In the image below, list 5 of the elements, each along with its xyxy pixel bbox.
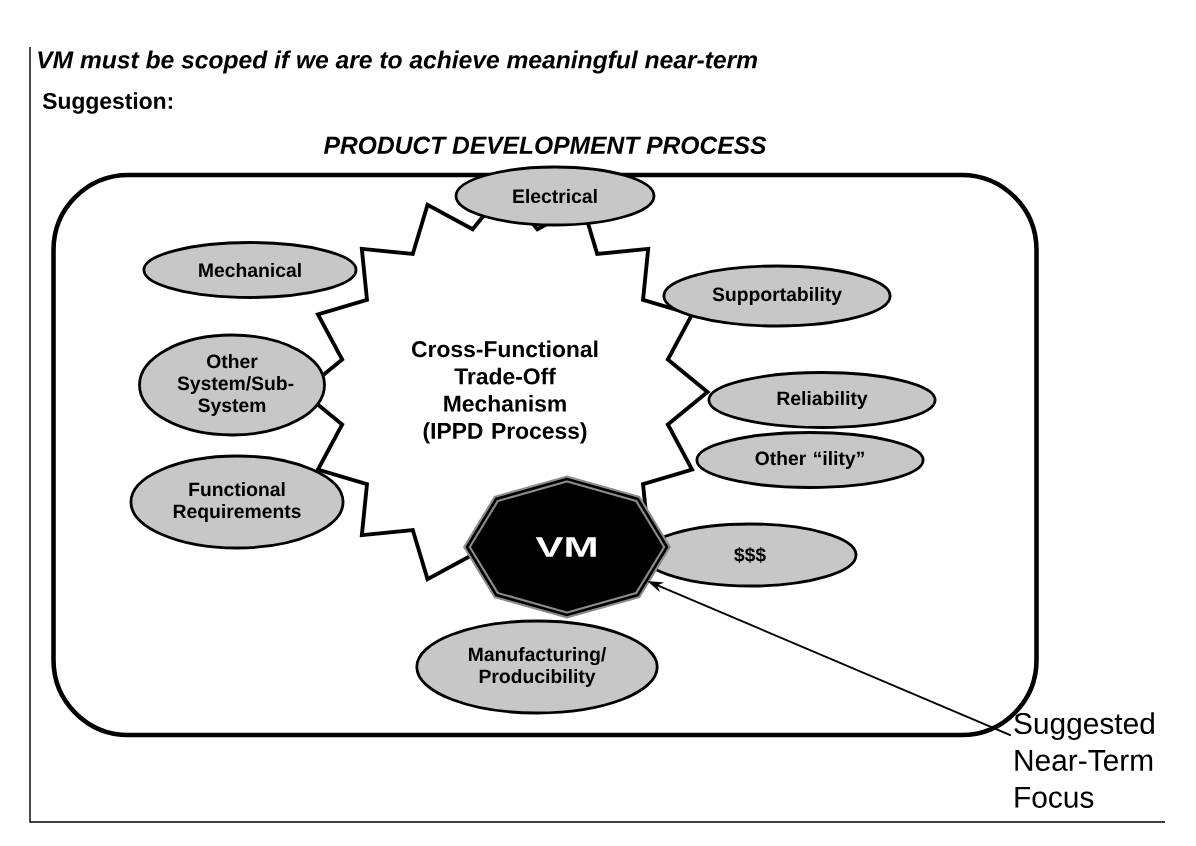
node-label: PRODUCT DEVELOPMENT PROCESS: [324, 136, 767, 155]
octagon-badge: VM: [463, 475, 671, 619]
title: VM must be scoped if we are to achieve meaningful near-term: [38, 50, 757, 74]
callout-text: Suggested Near-Term Focus: [1014, 712, 1154, 808]
subheading: Suggestion:: [42, 92, 172, 114]
